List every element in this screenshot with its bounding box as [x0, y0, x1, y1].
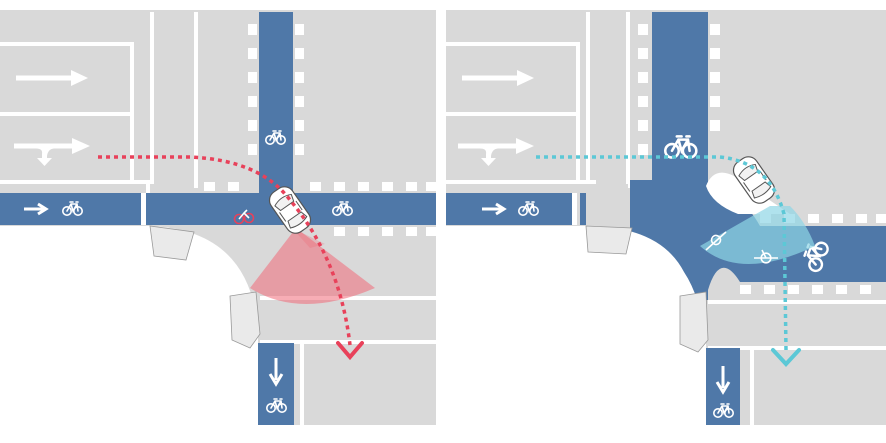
- vision-cone-icon: [250, 228, 375, 304]
- cyclist-icon: [233, 209, 255, 225]
- bike-lane-north: [259, 12, 293, 194]
- right-arrow-icon: [482, 202, 507, 216]
- vision-cone-icon: [700, 206, 815, 264]
- down-arrow-icon: [715, 366, 731, 395]
- panel-left: [0, 10, 442, 443]
- right-arrow-icon: [24, 202, 49, 216]
- panel-divider: [440, 0, 446, 443]
- cyclist-icon: [754, 249, 778, 264]
- cyclist-icon: [705, 231, 727, 251]
- bike-lane-north: [652, 12, 708, 194]
- turn-path: [98, 155, 352, 346]
- corner-sidewalk: [0, 226, 258, 443]
- turn-path: [536, 155, 788, 351]
- bike-lane-west: [446, 193, 572, 225]
- corner-sidewalk: [446, 226, 706, 443]
- path-arrowhead-icon: [771, 348, 801, 367]
- down-arrow-icon: [268, 358, 284, 387]
- panel-right: [446, 10, 886, 443]
- path-arrowhead-icon: [336, 341, 364, 361]
